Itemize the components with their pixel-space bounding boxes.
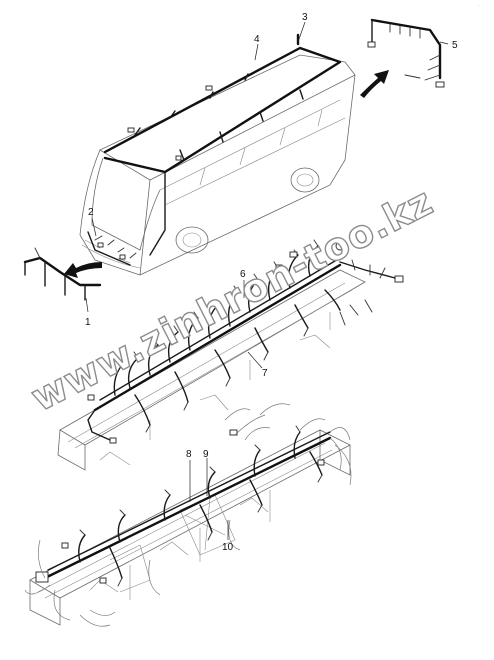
front-harness <box>23 231 137 301</box>
arrow-right-icon <box>360 70 389 98</box>
chassis-harness-upper <box>87 239 404 444</box>
callout-10: 10 <box>222 542 234 553</box>
callout-5: 5 <box>452 40 458 51</box>
callout-9: 9 <box>203 449 209 460</box>
callout-1: 1 <box>85 317 91 328</box>
rear-harness <box>296 18 445 88</box>
roof-harness <box>103 46 342 256</box>
callout-7: 7 <box>262 368 268 379</box>
callout-6: 6 <box>240 269 246 280</box>
chassis-frame-upper <box>57 269 366 471</box>
chassis-harness-lower <box>24 403 352 627</box>
callout-4: 4 <box>254 34 260 45</box>
callout-8: 8 <box>186 449 192 460</box>
callout-leaders <box>85 21 449 540</box>
callout-3: 3 <box>302 12 308 23</box>
arrow-left-icon <box>64 262 102 278</box>
corner-mark: ... <box>478 2 481 7</box>
callout-2: 2 <box>88 207 94 218</box>
bus-body-outline <box>79 54 356 276</box>
